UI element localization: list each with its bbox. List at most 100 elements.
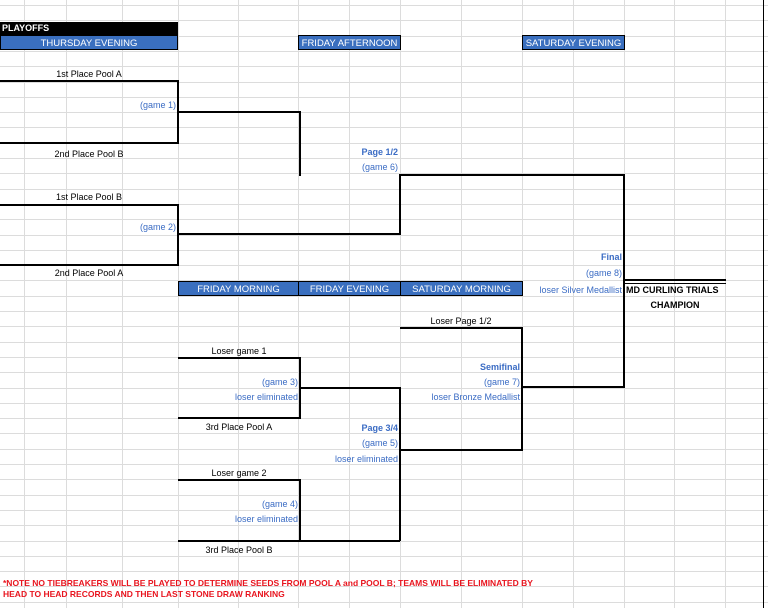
bracket-line	[299, 479, 301, 542]
bracket-line	[178, 111, 300, 113]
grid-row-line	[0, 51, 768, 52]
header-saturday-evening: SATURDAY EVENING	[522, 35, 625, 50]
grid-column-line	[178, 0, 179, 608]
grid-column-line	[349, 0, 350, 608]
grid-row-line	[0, 586, 768, 587]
game4-eliminated-label: loser eliminated	[234, 514, 298, 524]
grid-column-line	[674, 0, 675, 608]
grid-row-line	[0, 525, 768, 526]
bracket-line	[178, 479, 300, 481]
grid-row-line	[0, 5, 768, 6]
grid-row-line	[0, 357, 768, 358]
grid-column-line	[238, 0, 239, 608]
grid-row-line	[0, 112, 768, 113]
bronze-medallist-label: loser Bronze Medallist	[431, 392, 520, 402]
page34-label: Page 3/4	[361, 423, 398, 433]
bracket-line	[178, 540, 300, 542]
game3-label: (game 3)	[261, 377, 298, 387]
right-border	[763, 0, 764, 608]
bracket-line	[300, 540, 400, 542]
grid-row-line	[0, 20, 768, 21]
grid-row-line	[0, 97, 768, 98]
grid-row-line	[0, 143, 768, 144]
grid-row-line	[0, 127, 768, 128]
game2-label: (game 2)	[139, 222, 176, 232]
grid-column-line	[573, 0, 574, 608]
loser-page12-label: Loser Page 1/2	[430, 316, 492, 326]
bracket-line	[299, 111, 301, 176]
grid-column-line	[24, 0, 25, 608]
bracket-line	[399, 174, 401, 235]
game3-eliminated-label: loser eliminated	[234, 392, 298, 402]
grid-column-line	[122, 0, 123, 608]
grid-row-line	[0, 602, 768, 603]
final-label: Final	[600, 252, 622, 262]
bracket-line	[0, 264, 178, 266]
bracket-line	[521, 327, 523, 451]
game8-label: (game 8)	[585, 268, 622, 278]
bracket-line	[624, 283, 726, 284]
bracket-line	[300, 387, 400, 389]
grid-row-line	[0, 311, 768, 312]
silver-medallist-label: loser Silver Medallist	[539, 285, 622, 295]
tiebreaker-note-line2: HEAD TO HEAD RECORDS AND THEN LAST STONE…	[3, 589, 285, 599]
header-friday-morning: FRIDAY MORNING	[178, 281, 299, 296]
seed-third-pool-b: 3rd Place Pool B	[205, 545, 273, 555]
game5-eliminated-label: loser eliminated	[334, 454, 398, 464]
grid-row-line	[0, 479, 768, 480]
loser-game2-label: Loser game 2	[211, 468, 267, 478]
semifinal-label: Semifinal	[479, 362, 520, 372]
grid-row-line	[0, 250, 768, 251]
grid-column-line	[725, 0, 726, 608]
header-friday-evening: FRIDAY EVENING	[298, 281, 401, 296]
bracket-line	[624, 279, 726, 281]
grid-row-line	[0, 219, 768, 220]
game4-label: (game 4)	[261, 499, 298, 509]
bracket-line	[0, 142, 178, 144]
seed-second-pool-b: 2nd Place Pool B	[54, 149, 124, 159]
seed-first-pool-b: 1st Place Pool B	[55, 192, 123, 202]
header-friday-afternoon: FRIDAY AFTERNOON	[298, 35, 401, 50]
grid-column-line	[298, 0, 299, 608]
grid-row-line	[0, 403, 768, 404]
header-saturday-morning: SATURDAY MORNING	[400, 281, 523, 296]
bracket-line	[178, 233, 400, 235]
grid-row-line	[0, 66, 768, 67]
grid-row-line	[0, 495, 768, 496]
bracket-line	[522, 386, 625, 388]
grid-row-line	[0, 571, 768, 572]
seed-first-pool-a: 1st Place Pool A	[56, 69, 122, 79]
grid-row-line	[0, 326, 768, 327]
bracket-line	[399, 387, 401, 541]
tiebreaker-note-line1: *NOTE NO TIEBREAKERS WILL BE PLAYED TO D…	[3, 578, 533, 588]
grid-row-line	[0, 296, 768, 297]
grid-row-line	[0, 235, 768, 236]
grid-column-line	[522, 0, 523, 608]
grid-row-line	[0, 556, 768, 557]
grid-row-line	[0, 158, 768, 159]
game6-label: (game 6)	[361, 162, 398, 172]
grid-row-line	[0, 510, 768, 511]
page12-label: Page 1/2	[361, 147, 398, 157]
champion-subtitle: CHAMPION	[650, 300, 700, 310]
game5-label: (game 5)	[361, 438, 398, 448]
grid-row-line	[0, 418, 768, 419]
grid-row-line	[0, 449, 768, 450]
grid-row-line	[0, 464, 768, 465]
grid-row-line	[0, 82, 768, 83]
grid-row-line	[0, 173, 768, 174]
bracket-line	[623, 174, 625, 388]
grid-row-line	[0, 265, 768, 266]
grid-column-line	[66, 0, 67, 608]
game1-label: (game 1)	[139, 100, 176, 110]
seed-third-pool-a: 3rd Place Pool A	[205, 422, 273, 432]
grid-row-line	[0, 433, 768, 434]
bracket-line	[177, 204, 179, 266]
bracket-line	[400, 449, 522, 451]
loser-game1-label: Loser game 1	[211, 346, 267, 356]
grid-row-line	[0, 204, 768, 205]
bracket-line	[0, 204, 178, 206]
grid-row-line	[0, 189, 768, 190]
grid-column-line	[400, 0, 401, 608]
